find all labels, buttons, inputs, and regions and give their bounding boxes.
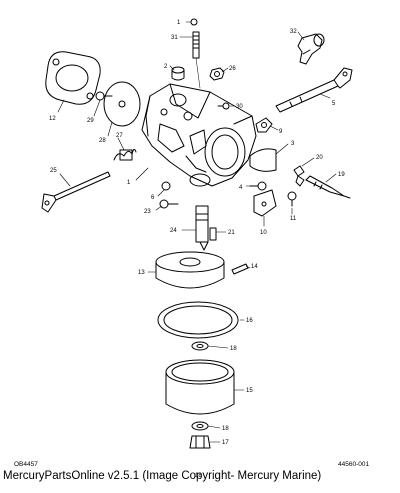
callout-10: 10 bbox=[260, 230, 267, 236]
washer-part-18a bbox=[191, 341, 209, 351]
callout-12: 12 bbox=[49, 116, 56, 122]
callout-25: 25 bbox=[50, 168, 57, 174]
callout-21: 21 bbox=[228, 230, 235, 236]
callout-13: 13 bbox=[138, 270, 145, 276]
callout-15: 15 bbox=[246, 388, 253, 394]
callout-29: 29 bbox=[87, 118, 94, 124]
callout-18-lower: 18 bbox=[222, 426, 229, 432]
diagram-code-right: 44560-001 bbox=[338, 461, 369, 468]
callout-18-bottom: 18 bbox=[195, 473, 202, 479]
nozzle-part-24 bbox=[195, 205, 209, 251]
callout-23: 23 bbox=[144, 209, 151, 215]
callout-19: 19 bbox=[338, 172, 345, 178]
callout-18-upper: 18 bbox=[230, 346, 237, 352]
callout-4: 4 bbox=[239, 185, 243, 191]
callout-1: 1 bbox=[177, 20, 181, 26]
callout-3: 3 bbox=[291, 141, 295, 147]
callout-labels: 1 31 32 2 26 12 29 30 5 27 28 9 3 20 1 2… bbox=[49, 20, 345, 479]
screw-part-30 bbox=[217, 102, 230, 110]
carburetor-body bbox=[141, 83, 257, 187]
nut-part-17 bbox=[189, 435, 211, 449]
nut-part-26 bbox=[209, 67, 225, 81]
callout-1-secondary: 1 bbox=[127, 180, 131, 186]
plate-part-3 bbox=[249, 148, 277, 172]
bowl-part-15 bbox=[165, 359, 235, 415]
callout-16: 16 bbox=[246, 318, 253, 324]
screw-part-1 bbox=[190, 18, 198, 26]
gasket-part-16 bbox=[157, 301, 239, 339]
pin-part-14 bbox=[231, 263, 249, 275]
gasket-part-12 bbox=[45, 51, 101, 105]
callout-30: 30 bbox=[236, 104, 243, 110]
spring-part-20 bbox=[293, 165, 305, 187]
footer-copyright: MercuryPartsOnline v2.5.1 (Image Copyrig… bbox=[3, 470, 322, 482]
needle-part-19 bbox=[305, 175, 351, 199]
callout-31: 31 bbox=[171, 35, 178, 41]
callout-28: 28 bbox=[99, 138, 106, 144]
spring-part-27 bbox=[113, 148, 137, 161]
callout-26: 26 bbox=[229, 66, 236, 72]
callout-32: 32 bbox=[290, 29, 297, 35]
washer-part-18b bbox=[191, 421, 209, 431]
callout-27: 27 bbox=[116, 133, 123, 139]
plate-part-28 bbox=[103, 81, 141, 127]
callout-6: 6 bbox=[151, 195, 155, 201]
callout-24: 24 bbox=[170, 228, 177, 234]
screw-part-31 bbox=[192, 31, 200, 59]
screw-part-11 bbox=[287, 191, 297, 207]
callout-17: 17 bbox=[222, 440, 229, 446]
screw-part-23 bbox=[159, 199, 179, 209]
fitting-part-32 bbox=[297, 33, 325, 65]
cap-part-2 bbox=[171, 66, 185, 81]
shaft-part-5 bbox=[275, 67, 353, 113]
shaft-part-25 bbox=[41, 171, 111, 213]
callout-2: 2 bbox=[164, 64, 168, 70]
screw-part-4 bbox=[249, 181, 267, 191]
bracket-part-10 bbox=[253, 189, 277, 217]
lever-part-9 bbox=[255, 117, 273, 133]
screw-part-6 bbox=[161, 181, 171, 191]
jet-part-21 bbox=[209, 227, 217, 241]
diagram-code-left: OB4457 bbox=[14, 461, 38, 468]
callout-9: 9 bbox=[279, 129, 283, 135]
callout-14: 14 bbox=[251, 264, 258, 270]
callout-20: 20 bbox=[316, 155, 323, 161]
leader-lines bbox=[57, 21, 337, 443]
float-part-13 bbox=[155, 251, 225, 289]
callout-11: 11 bbox=[290, 216, 297, 222]
callout-5: 5 bbox=[332, 101, 336, 107]
